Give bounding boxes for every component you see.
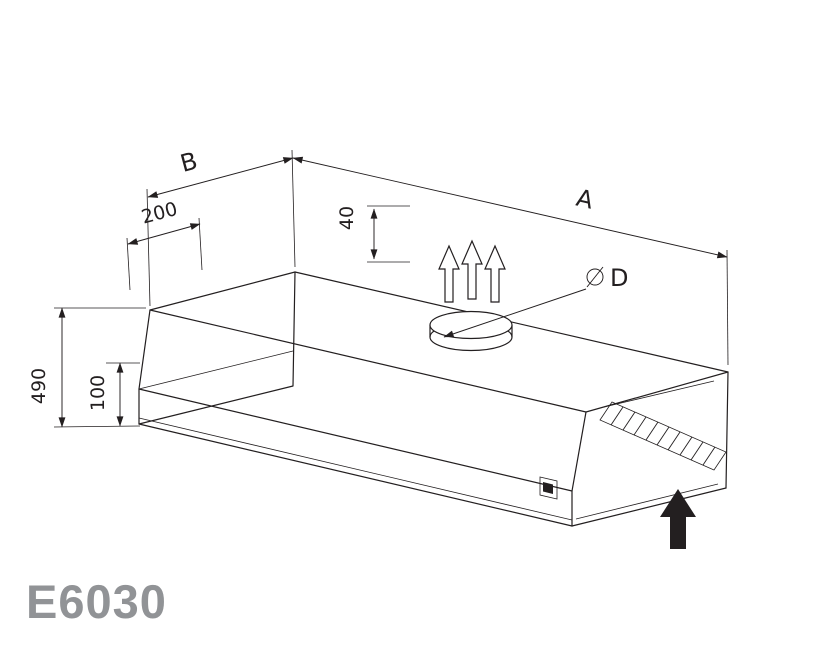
hood-left-end — [138, 271, 296, 425]
dim-a-label: A — [574, 184, 597, 215]
dim-b-ext-front — [146, 188, 151, 307]
airflow-arrow-icon — [461, 239, 483, 300]
dim-40-label: 40 — [336, 206, 358, 230]
model-code: E6030 — [26, 575, 167, 628]
dim-a-line — [292, 156, 728, 259]
intake-arrow — [660, 489, 696, 549]
dim-490-ext-bottom — [53, 425, 141, 428]
hood-front-bottom-edge — [138, 423, 573, 527]
dim-200-ext-right — [198, 217, 203, 271]
dim-b-ext-back — [291, 149, 296, 268]
hood-right-back-edge — [725, 371, 729, 489]
hood-left-end-bend-line — [138, 350, 294, 390]
duct-diameter-label: D — [610, 264, 628, 292]
hood-top-face — [149, 271, 729, 413]
dimension-40: 40 — [336, 205, 410, 263]
dim-200-label: 200 — [139, 198, 180, 229]
diameter-leader-line — [443, 288, 587, 338]
airflow-arrows — [438, 239, 506, 303]
dim-b-line — [147, 157, 294, 198]
duct-collar — [429, 310, 513, 352]
dim-200-line — [127, 223, 201, 245]
baffle-filter-outline — [599, 401, 727, 471]
dimension-a: A — [292, 156, 729, 366]
hood-right-inner-ceiling-edge — [603, 380, 715, 408]
intake-arrow-icon — [660, 489, 696, 549]
dimension-490: 490 — [28, 307, 146, 428]
hood-right-bottom-edge — [571, 487, 727, 527]
dim-a-ext-right — [726, 249, 729, 366]
hood-front-right-slope-edge — [571, 411, 587, 492]
dim-490-label: 490 — [28, 368, 50, 404]
dim-100-label: 100 — [87, 375, 109, 411]
hood-right-inner-rim — [575, 483, 719, 520]
duct-collar-top-rim — [429, 310, 513, 340]
dim-200-ext-left — [126, 237, 131, 291]
dimension-100: 100 — [87, 362, 140, 427]
diameter-callout: D — [443, 264, 628, 338]
dimension-b: B — [146, 147, 296, 307]
hood-front-hem-line — [138, 417, 573, 521]
airflow-arrow-icon — [438, 244, 460, 303]
dim-b-label: B — [177, 147, 200, 178]
baffle-filter — [599, 401, 727, 471]
dimension-200: 200 — [126, 198, 203, 291]
diameter-symbol-icon — [586, 266, 604, 288]
hood-front-crease — [138, 388, 573, 492]
hood-body — [138, 271, 729, 527]
airflow-arrow-icon — [484, 244, 506, 303]
front-lip-fitting — [539, 476, 558, 500]
front-lip-fitting-detail — [543, 482, 553, 494]
